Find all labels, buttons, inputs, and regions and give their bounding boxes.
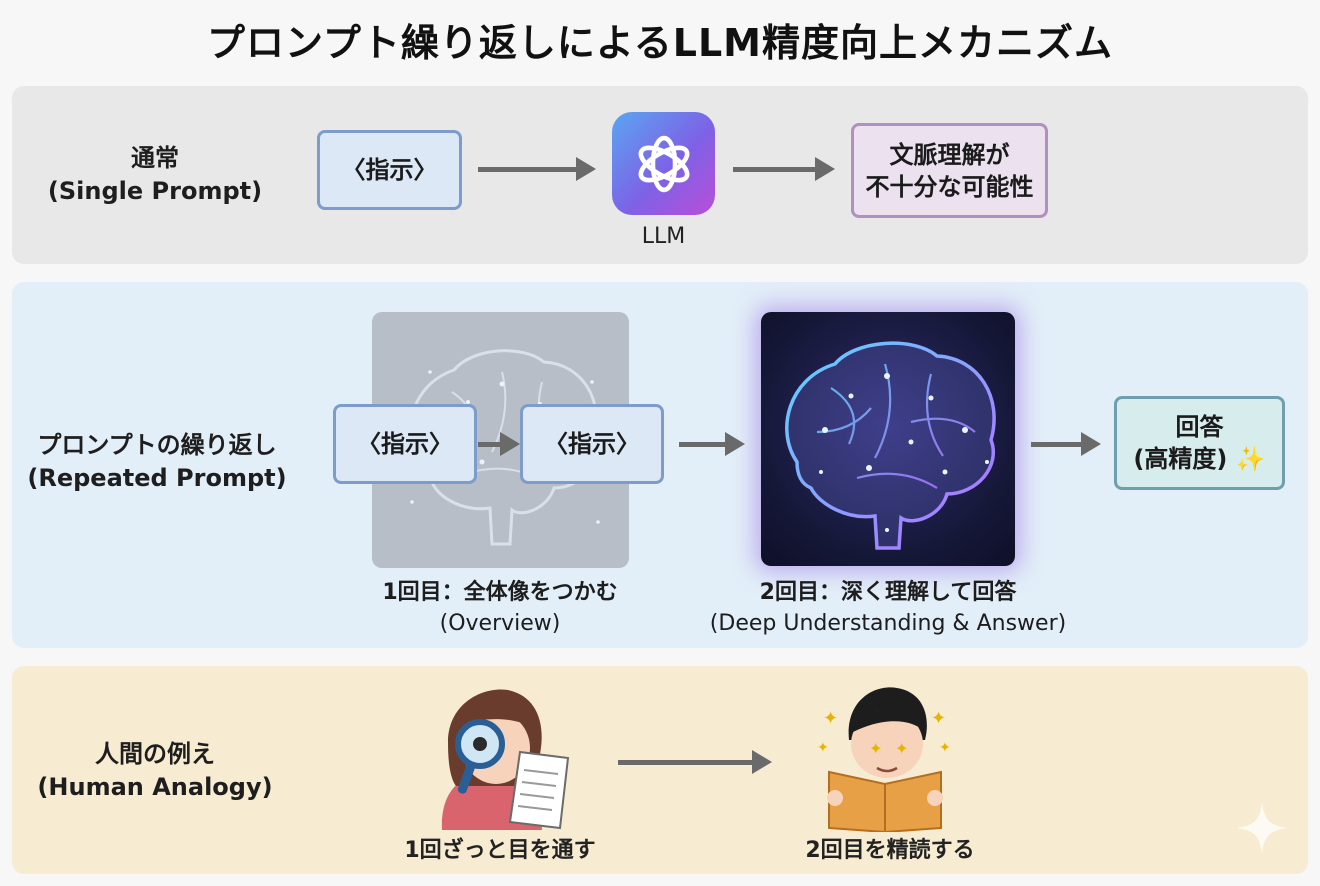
single-prompt-label-jp: 通常 <box>131 144 179 172</box>
step2-caption-en: (Deep Understanding & Answer) <box>709 611 1067 636</box>
answer-line2: (高精度) ✨ <box>1133 445 1266 473</box>
single-result-box: 文脈理解が 不十分な可能性 <box>851 123 1048 218</box>
repeated-instruction-1-text: 〈指示〉 <box>357 430 453 458</box>
person-reading-book-icon: ✦ ✦ ✦ ✦ ✦ ✦ <box>817 687 951 832</box>
repeated-prompt-label-en: (Repeated Prompt) <box>27 464 287 492</box>
step2-caption: 2回目：深く理解して回答 (Deep Understanding & Answe… <box>680 577 1096 639</box>
single-prompt-label: 通常 (Single Prompt) <box>30 142 280 208</box>
llm-label: LLM <box>641 224 686 249</box>
arrow-skim-to-read <box>618 750 772 774</box>
answer-line1: 回答 <box>1175 413 1224 441</box>
brain-glowing-icon <box>785 341 996 550</box>
person-with-magnifier-icon <box>441 689 570 830</box>
arrow-instruction-to-llm <box>478 157 596 181</box>
step1-caption-en: (Overview) <box>439 611 561 636</box>
step1-caption-jp: 1回目：全体像をつかむ <box>382 580 618 605</box>
single-instruction-box: 〈指示〉 <box>317 130 462 210</box>
single-result-line2: 不十分な可能性 <box>865 172 1034 201</box>
svg-text:✦: ✦ <box>895 739 908 758</box>
step1-caption: 1回目：全体像をつかむ (Overview) <box>330 577 670 639</box>
single-prompt-label-en: (Single Prompt) <box>47 177 263 205</box>
human-analogy-panel <box>12 666 1308 874</box>
single-instruction-text: 〈指示〉 <box>341 156 438 184</box>
deep-understanding-brain-image <box>761 312 1015 566</box>
arrow-llm-to-result <box>733 157 835 181</box>
repeated-instruction-2-text: 〈指示〉 <box>544 430 640 458</box>
arrow-instruction1-to-instruction2 <box>478 432 520 456</box>
arrow-instructions-to-brain <box>679 432 745 456</box>
svg-text:✦: ✦ <box>939 740 951 756</box>
repeated-instruction-box-1: 〈指示〉 <box>333 404 477 484</box>
human-analogy-label-jp: 人間の例え <box>95 740 215 768</box>
single-result-line1: 文脈理解が <box>889 140 1010 169</box>
answer-box: 回答 (高精度) ✨ <box>1114 396 1285 490</box>
step2-caption-jp: 2回目：深く理解して回答 <box>759 580 1017 605</box>
repeated-prompt-label: プロンプトの繰り返し (Repeated Prompt) <box>18 429 296 495</box>
repeated-instruction-box-2: 〈指示〉 <box>520 404 664 484</box>
svg-text:✦: ✦ <box>817 740 829 756</box>
skim-caption: 1回ざっと目を通す <box>404 838 596 863</box>
human-analogy-label-en: (Human Analogy) <box>37 773 273 801</box>
page-title: プロンプト繰り返しによるLLM精度向上メカニズム <box>207 21 1113 65</box>
svg-text:✦: ✦ <box>823 708 838 729</box>
svg-text:✦: ✦ <box>931 708 946 729</box>
repeated-prompt-label-jp: プロンプトの繰り返し <box>37 431 277 459</box>
human-analogy-label: 人間の例え (Human Analogy) <box>30 738 280 804</box>
sparkle-watermark-icon <box>1236 802 1288 854</box>
svg-text:✦: ✦ <box>869 739 882 758</box>
read-carefully-caption: 2回目を精読する <box>805 838 975 863</box>
arrow-brain-to-answer <box>1031 432 1101 456</box>
openai-knot-icon <box>638 135 689 192</box>
openai-logo-icon <box>612 112 715 215</box>
